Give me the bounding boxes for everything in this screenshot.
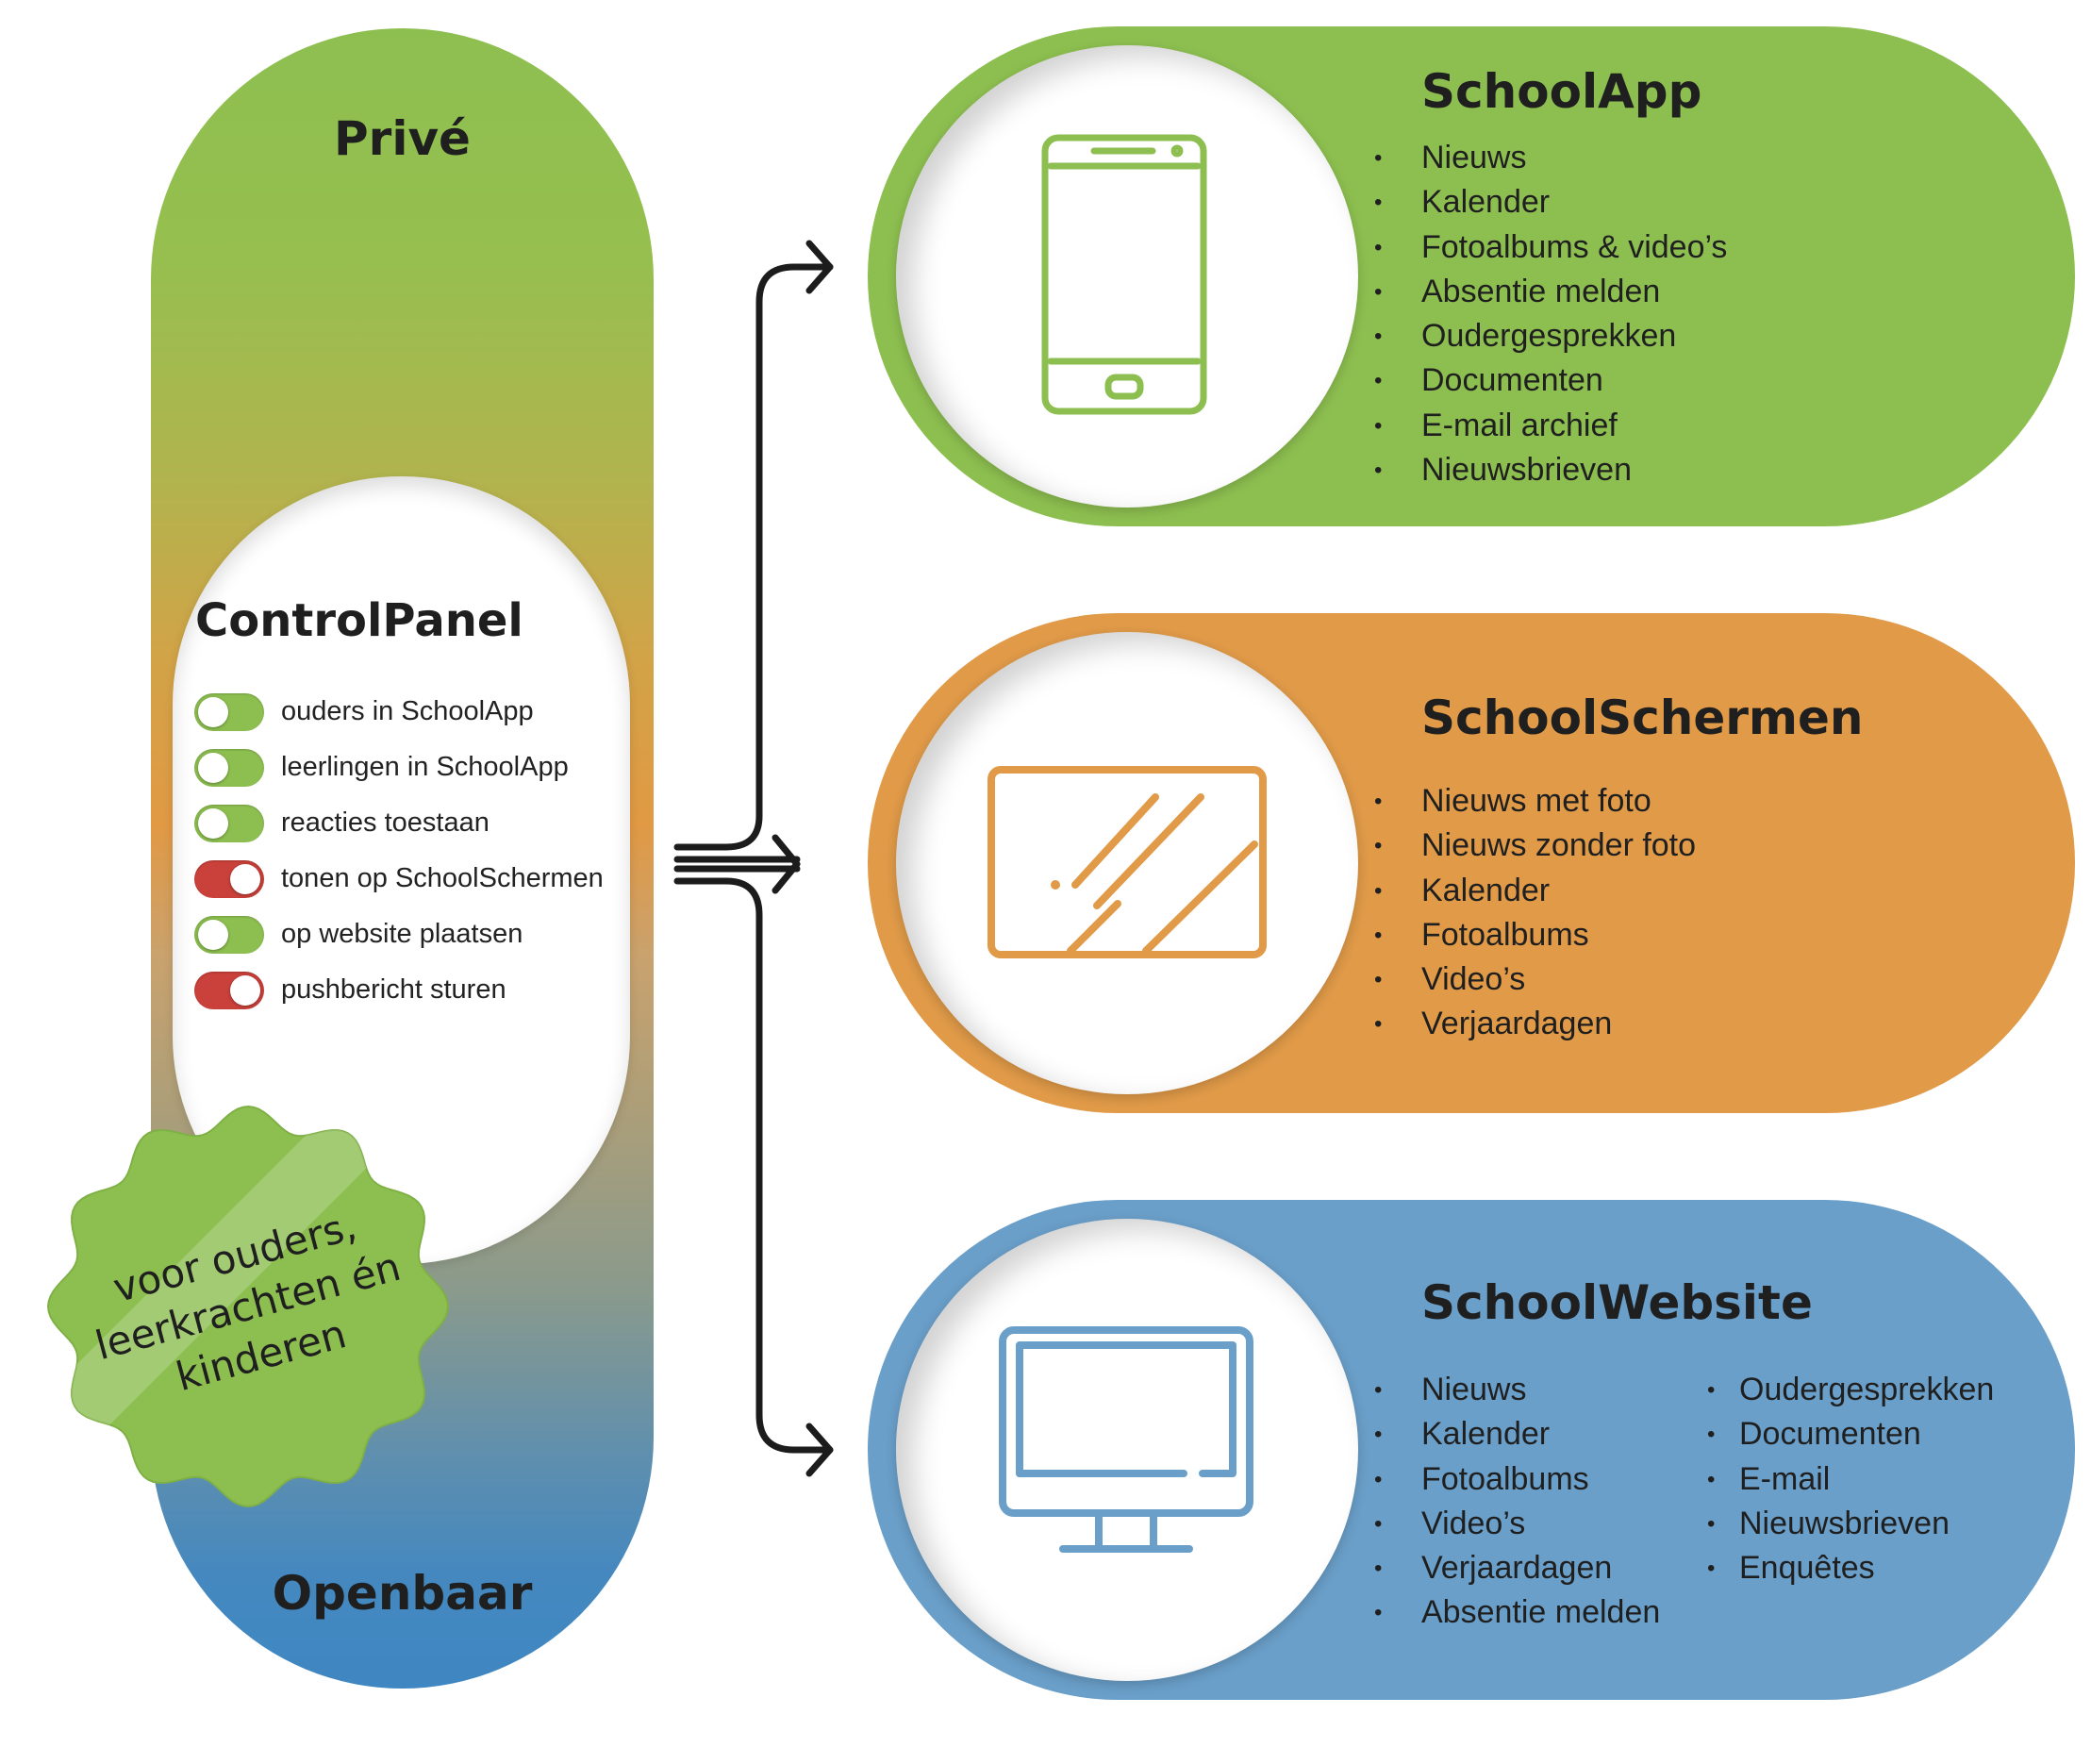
list-item: E-mail — [1707, 1457, 1994, 1503]
toggle-switch[interactable] — [194, 748, 264, 787]
display-screen-icon — [987, 766, 1267, 958]
list-item: Nieuws — [1374, 136, 1727, 181]
audience-badge: voor ouders, leerkrachten én kinderen — [26, 1085, 470, 1528]
list-item: Fotoalbums — [1374, 1457, 1660, 1503]
control-panel-title: ControlPanel — [195, 594, 523, 647]
openbaar-label: Openbaar — [272, 1566, 533, 1621]
toggle-knob — [198, 807, 228, 839]
arrow-to-schoolapp — [673, 263, 834, 851]
schoolwebsite-title: SchoolWebsite — [1421, 1275, 1813, 1330]
list-item: Documenten — [1374, 358, 1727, 404]
schoolwebsite-feature-list-right: Oudergesprekken Documenten E-mail Nieuws… — [1707, 1368, 1994, 1591]
list-item: Documenten — [1707, 1412, 1994, 1457]
list-item: Nieuwsbrieven — [1707, 1502, 1994, 1547]
list-item: Oudergesprekken — [1707, 1368, 1994, 1413]
schoolapp-feature-list: Nieuws Kalender Fotoalbums & video’s Abs… — [1374, 136, 1727, 493]
toggle-knob — [198, 696, 228, 727]
list-item: Nieuws met foto — [1374, 779, 1696, 824]
toggle-row-pushbericht: pushbericht sturen — [194, 962, 604, 1018]
toggle-knob — [230, 863, 260, 894]
list-item: Fotoalbums & video’s — [1374, 225, 1727, 271]
list-item: Nieuws zonder foto — [1374, 824, 1696, 869]
schoolapp-card: SchoolApp Nieuws Kalender Fotoalbums & v… — [868, 26, 2075, 526]
wavy-seal-icon — [46, 1105, 450, 1508]
list-item: Verjaardagen — [1374, 1002, 1696, 1047]
list-item: Kalender — [1374, 869, 1696, 914]
toggle-label: leerlingen in SchoolApp — [281, 752, 569, 782]
toggle-switch[interactable] — [194, 804, 264, 842]
list-item: Nieuws — [1374, 1368, 1660, 1413]
schoolapp-title: SchoolApp — [1421, 64, 1702, 119]
list-item: Enquêtes — [1707, 1546, 1994, 1591]
list-item: Absentie melden — [1374, 270, 1727, 315]
schoolschermen-feature-list: Nieuws met foto Nieuws zonder foto Kalen… — [1374, 779, 1696, 1047]
arrowhead-schoolapp — [805, 240, 834, 294]
list-item: Absentie melden — [1374, 1590, 1660, 1636]
toggle-label: pushbericht sturen — [281, 974, 506, 1005]
toggle-label: ouders in SchoolApp — [281, 696, 534, 726]
arrowhead-schoolwebsite — [805, 1423, 834, 1477]
prive-label: Privé — [334, 111, 471, 166]
toggle-label: tonen op SchoolSchermen — [281, 863, 604, 893]
toggle-switch[interactable] — [194, 915, 264, 954]
toggle-switch[interactable] — [194, 971, 264, 1009]
toggle-row-website: op website plaatsen — [194, 907, 604, 962]
toggle-row-ouders: ouders in SchoolApp — [194, 684, 604, 740]
schoolwebsite-icon-circle — [896, 1219, 1358, 1681]
toggle-knob — [198, 919, 228, 950]
toggle-switch[interactable] — [194, 859, 264, 898]
arrowhead-schoolschermen — [772, 834, 801, 894]
arrow-to-schoolwebsite — [673, 877, 834, 1454]
list-item: E-mail archief — [1374, 404, 1727, 449]
schoolwebsite-feature-list-left: Nieuws Kalender Fotoalbums Video’s Verja… — [1374, 1368, 1660, 1636]
toggle-row-leerlingen: leerlingen in SchoolApp — [194, 740, 604, 795]
list-item: Video’s — [1374, 957, 1696, 1003]
toggle-row-reacties: reacties toestaan — [194, 795, 604, 851]
toggle-label: op website plaatsen — [281, 919, 523, 949]
list-item: Nieuwsbrieven — [1374, 448, 1727, 493]
desktop-monitor-icon — [999, 1326, 1253, 1553]
toggle-knob — [230, 974, 260, 1006]
list-item: Kalender — [1374, 1412, 1660, 1457]
list-item: Kalender — [1374, 180, 1727, 225]
list-item: Video’s — [1374, 1502, 1660, 1547]
toggle-switch[interactable] — [194, 692, 264, 731]
toggle-knob — [198, 752, 228, 783]
schoolschermen-icon-circle — [896, 632, 1358, 1094]
toggle-row-schoolschermen: tonen op SchoolSchermen — [194, 851, 604, 907]
schoolschermen-card: SchoolSchermen Nieuws met foto Nieuws zo… — [868, 613, 2075, 1113]
list-item: Oudergesprekken — [1374, 314, 1727, 359]
schoolapp-icon-circle — [896, 45, 1358, 508]
list-item: Fotoalbums — [1374, 913, 1696, 958]
list-item: Verjaardagen — [1374, 1546, 1660, 1591]
smartphone-icon — [1041, 134, 1207, 415]
control-panel-toggles: ouders in SchoolApp leerlingen in School… — [194, 684, 604, 1018]
schoolschermen-title: SchoolSchermen — [1421, 691, 1864, 745]
toggle-label: reacties toestaan — [281, 807, 490, 838]
schoolwebsite-card: SchoolWebsite Nieuws Kalender Fotoalbums… — [868, 1200, 2075, 1700]
